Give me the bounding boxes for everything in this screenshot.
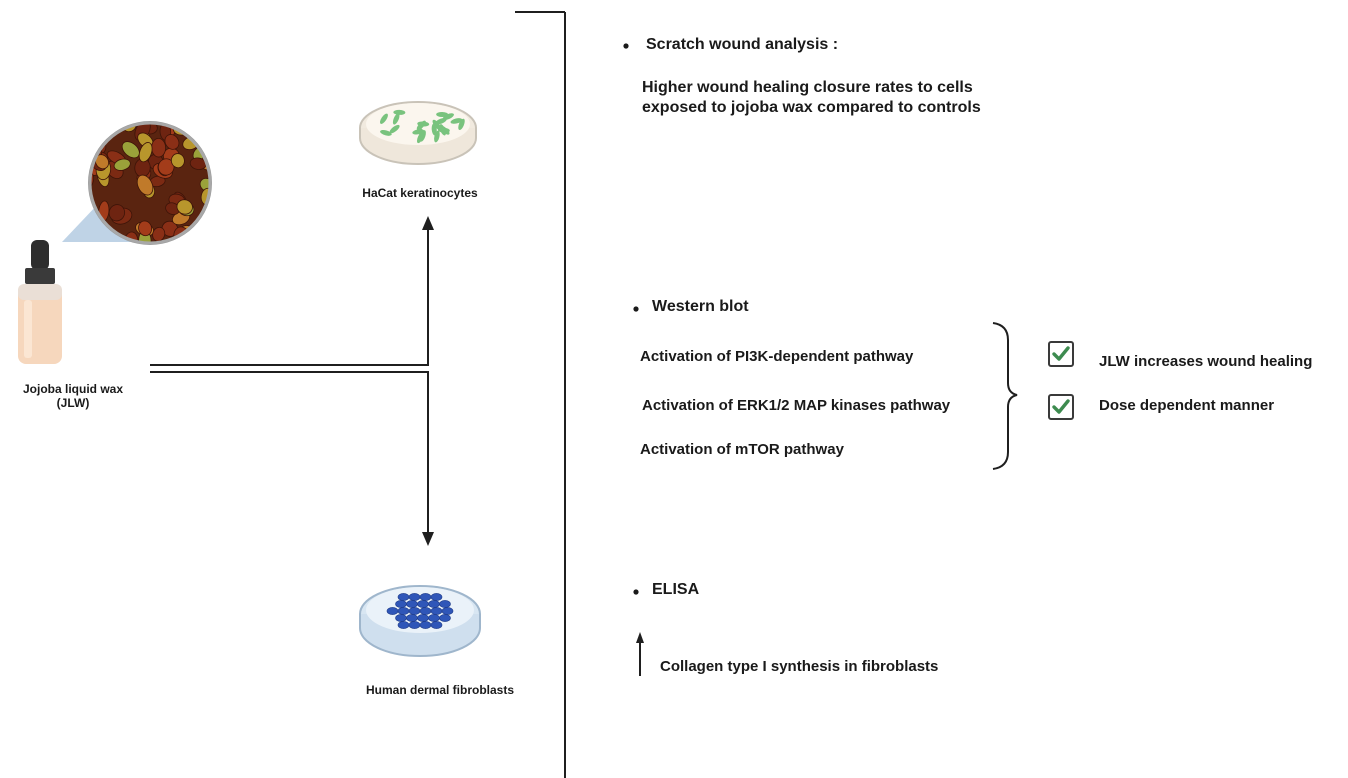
fibroblast-cell — [439, 600, 451, 608]
fibroblast-cell — [386, 607, 399, 615]
scratch-text-line1: Higher wound healing closure rates to ce… — [642, 79, 973, 96]
keratinocyte-cell — [392, 113, 400, 125]
fibroblast-cell — [441, 607, 454, 615]
keratinocyte-cell — [417, 121, 430, 127]
western-item-erk: Activation of ERK1/2 MAP kinases pathway — [642, 397, 951, 414]
fibroblast-cell — [408, 621, 421, 629]
fibroblast-cell — [439, 614, 451, 622]
elisa-heading: ELISA — [652, 581, 700, 598]
bullet-western — [633, 306, 639, 312]
seed — [90, 123, 107, 136]
fibroblast-cell — [397, 593, 410, 601]
fibroblast-cell — [397, 607, 410, 615]
fibroblast-cell — [417, 600, 429, 608]
seed — [157, 158, 175, 176]
jlw-label-line2: (JLW) — [56, 396, 90, 410]
seed — [138, 142, 153, 163]
check-icon-wound-healing — [1048, 341, 1074, 367]
keratinocyte-cell — [431, 123, 437, 136]
fibroblast-cell — [395, 614, 407, 622]
fibroblast-cell — [430, 621, 443, 629]
seed — [176, 199, 193, 215]
fibroblast-cell — [428, 600, 440, 608]
elisa-text: Collagen type I synthesis in fibroblasts — [660, 658, 939, 675]
scratch-heading: Scratch wound analysis : — [646, 36, 839, 53]
western-blot-brace — [992, 322, 1018, 470]
hacat-label: HaCat keratinocytes — [362, 186, 478, 200]
keratinocyte-cell — [380, 113, 388, 124]
fibroblast-label: Human dermal fibroblasts — [365, 683, 515, 697]
fibroblast-petri-dish-icon — [359, 585, 481, 657]
fibroblast-cell — [430, 593, 443, 601]
western-item-mtor: Activation of mTOR pathway — [640, 441, 844, 458]
fibroblast-cell — [430, 607, 443, 615]
keratinocyte-cell — [435, 118, 447, 125]
fibroblast-cell — [419, 621, 432, 629]
increase-arrow-icon — [636, 632, 644, 643]
keratinocyte-cell — [458, 118, 465, 131]
fibroblast-cell — [417, 614, 429, 622]
seed — [138, 220, 153, 237]
fibroblast-cell — [419, 593, 432, 601]
keratinocyte-cell — [393, 109, 406, 115]
keratinocyte-cell — [380, 129, 392, 136]
fibroblast-cell — [395, 600, 407, 608]
bullet-scratch — [623, 43, 629, 49]
fibroblast-cell — [406, 614, 418, 622]
keratinocyte-cell — [432, 119, 441, 130]
jlw-label: Jojoba liquid wax (JLW) — [8, 382, 138, 410]
outcome-dose-dependent: Dose dependent manner — [1099, 397, 1275, 414]
jlw-label-line1: Jojoba liquid wax — [22, 382, 123, 396]
seed — [121, 141, 140, 159]
outcome-wound-healing: JLW increases wound healing — [1099, 353, 1313, 370]
seed — [170, 153, 185, 169]
scratch-text-line2: exposed to jojoba wax compared to contro… — [642, 99, 981, 116]
keratinocyte-cell — [436, 111, 449, 117]
keratinocyte-cell — [437, 127, 450, 133]
dropper-bottle-icon — [18, 240, 62, 364]
western-item-pi3k: Activation of PI3K-dependent pathway — [640, 348, 914, 365]
keratinocyte-cell — [450, 118, 463, 124]
fibroblast-cell — [419, 607, 432, 615]
hacat-petri-dish-icon — [359, 101, 477, 165]
seed — [164, 134, 180, 150]
check-icon-dose-dependent — [1048, 394, 1074, 420]
seed — [189, 230, 207, 243]
arrow-down-fibroblast — [422, 532, 434, 546]
seed — [98, 123, 120, 131]
fibroblast-cell — [397, 621, 410, 629]
fibroblast-cell — [408, 607, 421, 615]
keratinocyte-cell — [389, 124, 400, 134]
fibroblast-cell — [406, 600, 418, 608]
seed — [113, 158, 131, 171]
fibroblast-cell — [408, 593, 421, 601]
western-heading: Western blot — [652, 298, 749, 315]
keratinocyte-cell — [419, 130, 426, 142]
connector-lines — [150, 11, 641, 778]
bullet-elisa — [633, 589, 639, 595]
seed — [152, 226, 166, 242]
seed — [151, 137, 166, 158]
arrow-up-hacat — [422, 216, 434, 230]
seed — [108, 204, 126, 222]
seed — [136, 174, 154, 196]
seed — [90, 123, 108, 132]
fibroblast-cell — [428, 614, 440, 622]
